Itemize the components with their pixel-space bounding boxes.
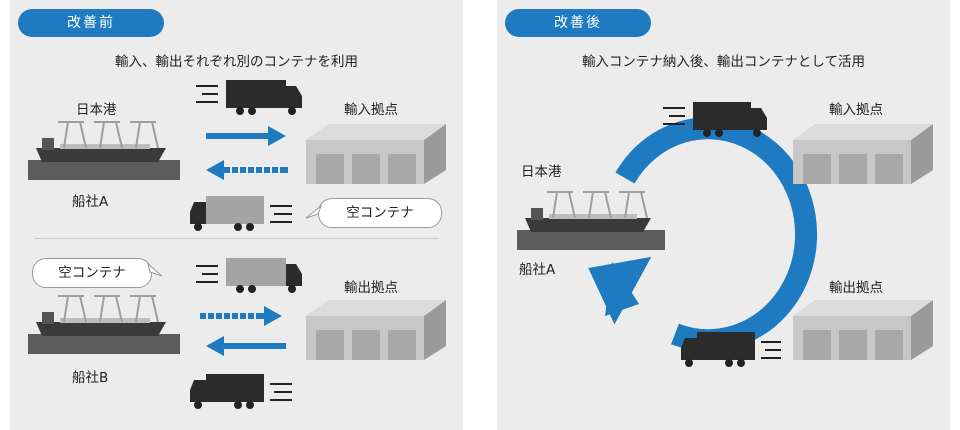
before-subtitle: 輸入、輸出それぞれ別のコンテナを利用: [115, 54, 358, 70]
arrow-right-icon-dotted: [200, 306, 282, 326]
port-label: 日本港: [521, 164, 562, 180]
arrow-left-icon-solid: [206, 336, 286, 356]
warehouse-icon-import-after: [793, 124, 933, 184]
warehouse-icon-import: [306, 124, 446, 184]
truck-icon-empty-return: [190, 196, 292, 231]
empty-container-bubble-b: 空コンテナ: [32, 258, 152, 288]
section-divider: [34, 238, 439, 239]
truck-icon-import: [663, 102, 767, 137]
truck-icon-export: [681, 332, 781, 367]
shipper-a-label: 船社A: [72, 194, 109, 210]
bubble-tail-a: [305, 204, 323, 219]
arrow-right-icon-solid: [206, 126, 286, 146]
export-base-label: 輸出拠点: [344, 280, 398, 296]
after-panel: 改善後 輸入コンテナ納入後、輸出コンテナとして活用 日本港 船社A 輸入拠点 輸…: [497, 0, 950, 430]
import-base-label: 輸入拠点: [344, 102, 398, 118]
truck-icon-full-export: [190, 374, 292, 409]
import-base-label-after: 輸入拠点: [829, 102, 883, 118]
truck-icon-empty-delivery: [196, 258, 302, 293]
ship-icon: [517, 191, 665, 250]
port-label-a: 日本港: [76, 102, 117, 118]
empty-container-bubble-a: 空コンテナ: [318, 198, 442, 228]
before-badge: 改善前: [18, 9, 164, 37]
shipper-label: 船社A: [519, 262, 556, 278]
arrow-left-icon-dotted: [206, 160, 288, 180]
shipper-b-label: 船社B: [72, 370, 109, 386]
after-subtitle: 輸入コンテナ納入後、輸出コンテナとして活用: [581, 54, 866, 70]
warehouse-icon-export: [306, 300, 446, 360]
after-badge: 改善後: [505, 9, 651, 37]
before-panel: 改善前 輸入、輸出それぞれ別のコンテナを利用 日本港 船社A 輸入拠点 空コンテ…: [10, 0, 463, 430]
before-illustration: [28, 80, 446, 409]
ship-icon-a: [28, 121, 180, 180]
bubble-tail-b: [147, 262, 163, 277]
warehouse-icon-export-after: [793, 300, 933, 360]
truck-icon-full-import: [196, 80, 302, 115]
after-illustration: [517, 102, 933, 367]
ship-icon-b: [28, 295, 180, 354]
export-base-label-after: 輸出拠点: [829, 280, 883, 296]
